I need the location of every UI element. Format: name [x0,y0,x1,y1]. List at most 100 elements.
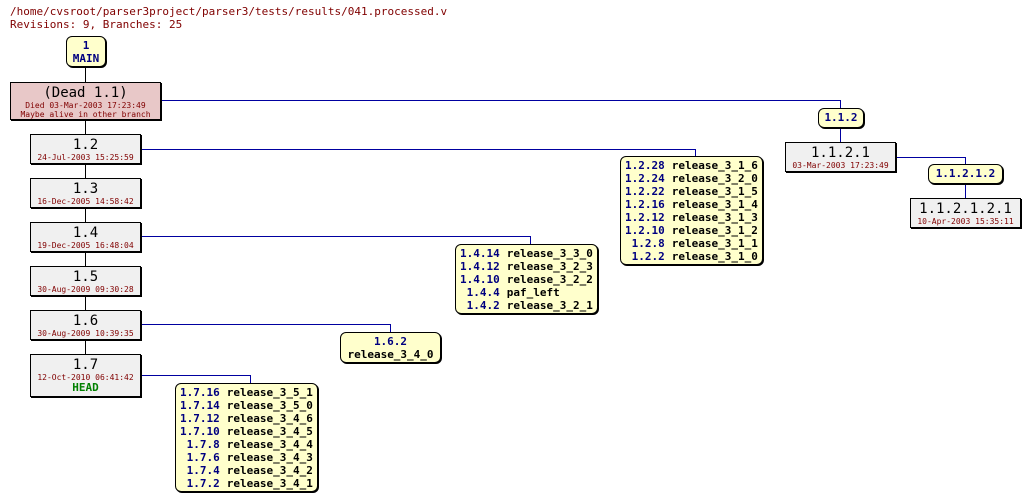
head-tag: HEAD [72,381,99,394]
tag-row: 1.2.24 release_3_2_0 [625,172,758,185]
tag-revision: 1.4.2 [466,299,500,312]
tag-revision: 1.7.14 [180,399,220,412]
tag-row: 1.7.10 release_3_4_5 [180,425,313,438]
tag-name: release_3_4_6 [226,412,313,425]
revision-number: 1.3 [72,181,99,197]
branch-line-1.1.2 [162,100,841,108]
tag-revision: 1.2.24 [625,172,665,185]
tag-name: release_3_2_3 [506,260,593,273]
tag-name: release_3_1_5 [671,185,758,198]
tag-revision: 1.4.14 [460,247,500,260]
tag-revision: 1.7.6 [186,451,220,464]
tag-row: 1.7.16 release_3_5_1 [180,386,313,399]
revision-box-1.3[interactable]: 1.3 16-Dec-2005 14:58:42 [30,178,141,208]
tag-row: 1.7.12 release_3_4_6 [180,412,313,425]
branch-line-1.1.2.1.2 [897,157,966,164]
revision-date: 12-Oct-2010 06:41:42 [37,373,134,382]
tag-revision: 1.7.10 [180,425,220,438]
tag-row: 1.2.16 release_3_1_4 [625,198,758,211]
tag-revision: 1.2.28 [625,159,665,172]
branch-line-1.2 [142,149,696,156]
tag-revision: 1.2.2 [631,250,665,263]
dead-revision-title: (Dead 1.1) [43,85,128,101]
tag-revision: 1.7.12 [180,412,220,425]
tag-name: release_3_4_2 [226,464,313,477]
tag-row: 1.7.8 release_3_4_4 [180,438,313,451]
tag-revision: 1.7.8 [186,438,220,451]
main-branch-tag[interactable]: 1 MAIN [66,36,106,67]
tag-revision: 1.7.4 [186,464,220,477]
main-branch-name: MAIN [72,52,100,65]
tag-revision: 1.2.8 [631,237,665,250]
revision-number: 1.2 [72,137,99,153]
tag-revision: 1.2.16 [625,198,665,211]
tag-row: 1.2.8 release_3_1_1 [625,237,758,250]
tag-row: 1.2.2 release_3_1_0 [625,250,758,263]
branch-line-1.6 [142,324,391,332]
revision-number: 1.1.2.1 [810,145,870,161]
tag-row: 1.2.22 release_3_1_5 [625,185,758,198]
revision-number: 1.4 [72,225,99,241]
branch-line-1.4 [142,236,531,244]
tag-revision: 1.2.10 [625,224,665,237]
revision-number: 1.1.2.1.2.1 [919,201,1012,217]
revision-box-1.5[interactable]: 1.5 30-Aug-2009 09:30:28 [30,266,141,296]
tag-row: 1.2.28 release_3_1_6 [625,159,758,172]
tag-name: release_3_5_1 [226,386,313,399]
revision-box-1.1.2.1[interactable]: 1.1.2.1 03-Mar-2003 17:23:49 [785,142,896,172]
revision-date: 19-Dec-2005 16:48:04 [37,241,134,250]
revision-box-1.7[interactable]: 1.7 12-Oct-2010 06:41:42 HEAD [30,354,141,397]
branch-label-text: 1.1.2 [824,111,858,124]
tag-revision: 1.4.12 [460,260,500,273]
tag-revision: 1.4.10 [460,273,500,286]
tag-revision: 1.7.16 [180,386,220,399]
revision-date: 03-Mar-2003 17:23:49 [792,161,889,170]
tag-name: release_3_4_3 [226,451,313,464]
tag-name: release_3_2_2 [506,273,593,286]
branch-label-text: 1.1.2.1.2 [935,167,996,180]
tag-revision: 1.2.22 [625,185,665,198]
revision-number: 1.7 [72,357,99,373]
dead-revision-box[interactable]: (Dead 1.1) Died 03-Mar-2003 17:23:49 May… [10,82,161,120]
tag-name: release_3_1_4 [671,198,758,211]
revision-summary: Revisions: 9, Branches: 25 [10,18,183,31]
tag-revision: 1.7.2 [186,477,220,490]
revision-box-1.2[interactable]: 1.2 24-Jul-2003 15:25:59 [30,134,141,164]
tag-name: release_3_1_6 [671,159,758,172]
revision-date: 24-Jul-2003 15:25:59 [37,153,134,162]
tag-name: release_3_5_0 [226,399,313,412]
revision-date: 16-Dec-2005 14:58:42 [37,197,134,206]
tag-row: 1.7.14 release_3_5_0 [180,399,313,412]
tag-box-1.6[interactable]: 1.6.2 release_3_4_0 [340,332,441,363]
branch-line-1.7 [142,375,251,383]
tag-revision: 1.2.12 [625,211,665,224]
file-path: /home/cvsroot/parser3project/parser3/tes… [10,5,448,18]
tag-name: release_3_4_4 [226,438,313,451]
branch-label-1.1.2[interactable]: 1.1.2 [818,108,864,128]
revision-box-1.1.2.1.2.1[interactable]: 1.1.2.1.2.1 10-Apr-2003 15:35:11 [910,198,1021,228]
tag-name: release_3_1_1 [671,237,758,250]
revision-box-1.6[interactable]: 1.6 30-Aug-2009 10:39:35 [30,310,141,340]
dead-revision-date: Died 03-Mar-2003 17:23:49 [25,101,146,110]
tag-name: release_3_4_5 [226,425,313,438]
tag-revision: 1.4.4 [466,286,500,299]
dead-revision-note: Maybe alive in other branch [20,110,151,119]
tag-name: release_3_1_0 [671,250,758,263]
tag-revision: 1.6.2 [373,335,408,348]
main-branch-number: 1 [82,39,90,52]
branch-label-1.1.2.1.2[interactable]: 1.1.2.1.2 [928,164,1003,184]
tag-row: 1.4.12 release_3_2_3 [460,260,593,273]
revision-box-1.4[interactable]: 1.4 19-Dec-2005 16:48:04 [30,222,141,252]
tag-row: 1.4.10 release_3_2_2 [460,273,593,286]
tag-name: release_3_2_1 [506,299,593,312]
tag-name: release_3_2_0 [671,172,758,185]
revision-date: 30-Aug-2009 09:30:28 [37,285,134,294]
